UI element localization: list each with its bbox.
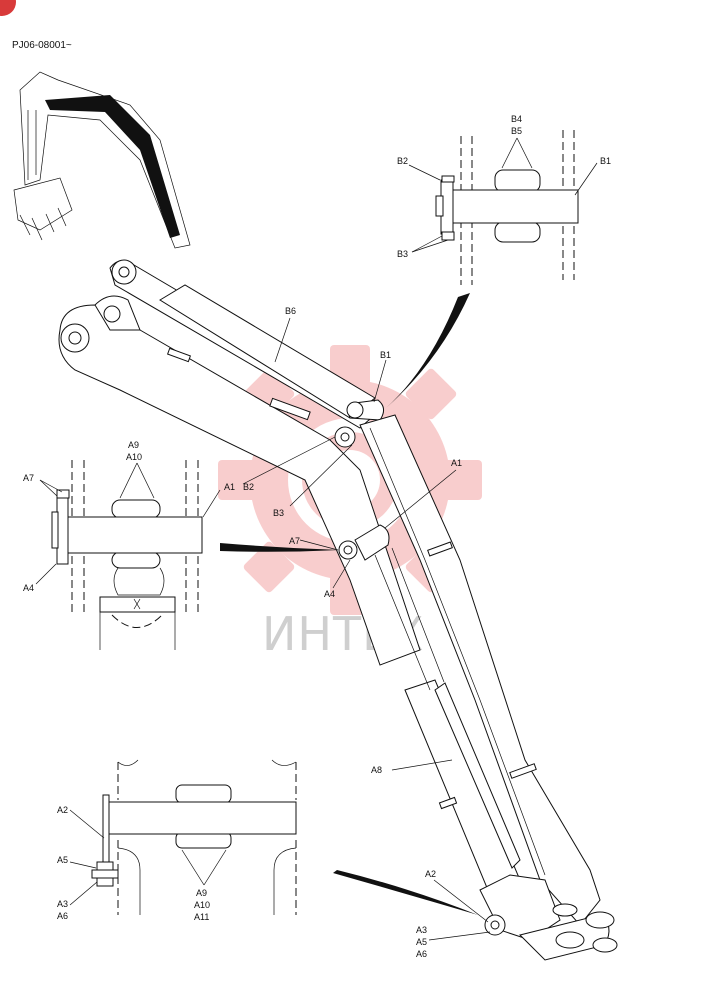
label-a10-detail: A10 bbox=[126, 452, 142, 462]
label-a7-detail: A7 bbox=[23, 473, 34, 483]
detail-a-pin-lower bbox=[69, 759, 297, 915]
leader-lines bbox=[242, 317, 491, 941]
detail-pointer-a2 bbox=[333, 870, 478, 915]
label-a4: A4 bbox=[324, 589, 335, 599]
label-b2-detail: B2 bbox=[397, 156, 408, 166]
label-a10-lower-detail: A10 bbox=[194, 900, 210, 910]
label-a8: A8 bbox=[371, 765, 382, 775]
detail-pointer-a1 bbox=[220, 543, 340, 552]
label-b5: B5 bbox=[511, 126, 522, 136]
label-a3: A3 bbox=[416, 925, 427, 935]
label-a2: A2 bbox=[425, 869, 436, 879]
label-a4-detail: A4 bbox=[23, 583, 34, 593]
label-b4: B4 bbox=[511, 114, 522, 124]
label-b3-detail: B3 bbox=[397, 249, 408, 259]
detail-pointer-b bbox=[386, 293, 470, 408]
label-a2-detail: A2 bbox=[57, 805, 68, 815]
drawing-code: PJ06-08001~ bbox=[12, 40, 72, 51]
label-b2: B2 bbox=[243, 482, 254, 492]
detail-a-pin-upper bbox=[35, 460, 221, 650]
label-a1: A1 bbox=[451, 458, 462, 468]
label-a7: A7 bbox=[289, 536, 300, 546]
label-a3-detail: A3 bbox=[57, 899, 68, 909]
label-b6: B6 bbox=[285, 306, 296, 316]
label-a5-detail: A5 bbox=[57, 855, 68, 865]
label-a11-lower-detail: A11 bbox=[194, 912, 209, 922]
corner-badge bbox=[0, 0, 16, 16]
label-a5: A5 bbox=[416, 937, 427, 947]
label-a9-detail: A9 bbox=[128, 440, 139, 450]
label-a6-detail: A6 bbox=[57, 911, 68, 921]
label-a9-lower-detail: A9 bbox=[196, 888, 207, 898]
detail-b-pin bbox=[408, 130, 598, 285]
label-a1-detail: A1 bbox=[224, 482, 235, 492]
label-b1-detail: B1 bbox=[600, 156, 611, 166]
excavator-thumbnail bbox=[13, 71, 191, 249]
label-a6: A6 bbox=[416, 949, 427, 959]
label-b3: B3 bbox=[273, 508, 284, 518]
boom-assembly bbox=[58, 259, 618, 961]
label-b1: B1 bbox=[380, 350, 391, 360]
